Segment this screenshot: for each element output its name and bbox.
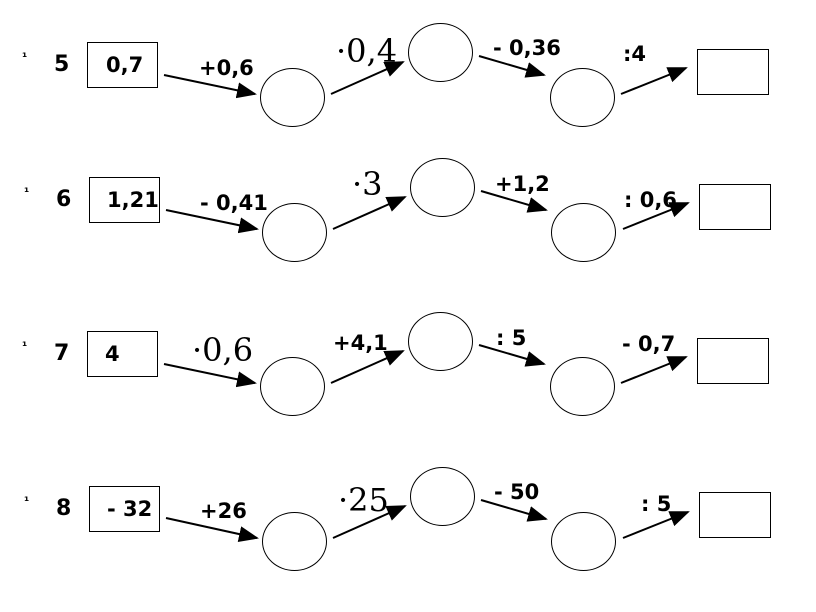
operation-1: - 0,41: [200, 191, 268, 215]
arrow-4: [620, 67, 688, 95]
operation-4: :4: [623, 42, 647, 66]
arrow-4: [620, 356, 688, 384]
chain-row-8: ¹ 8 - 32 +26 ·25 - 50 : 5: [0, 444, 816, 594]
start-value-box: 4: [87, 331, 158, 377]
start-value-box: - 32: [89, 486, 160, 532]
bullet: ¹: [24, 494, 30, 508]
arrow-2: [332, 505, 407, 539]
problem-number: 5: [54, 52, 70, 77]
answer-circle-3[interactable]: [550, 68, 615, 127]
start-value: 4: [105, 342, 120, 366]
operation-1: +0,6: [199, 56, 254, 80]
chain-row-6: ¹ 6 1,21 - 0,41 ·3 +1,2 : 0,6: [0, 135, 816, 285]
operation-4: - 0,7: [622, 332, 676, 356]
arrows: [163, 55, 688, 99]
answer-circle-2[interactable]: [410, 467, 475, 526]
start-value: 0,7: [106, 53, 144, 77]
result-box[interactable]: [697, 338, 769, 384]
chain-row-5: ¹ 5 0,7 +0,6 ·0,4 - 0,36 :4: [0, 0, 816, 150]
start-value: 1,21: [107, 188, 159, 212]
arrow-2: [330, 61, 405, 95]
answer-circle-3[interactable]: [551, 203, 616, 262]
start-value: - 32: [107, 497, 153, 521]
result-box[interactable]: [697, 49, 769, 95]
arrow-3: [480, 190, 548, 213]
result-box[interactable]: [699, 492, 771, 538]
bullet: ¹: [24, 185, 30, 199]
operation-2: ·3: [352, 165, 383, 203]
operation-1: ·0,6: [192, 331, 254, 369]
chain-row-7: ¹ 7 4 ·0,6 +4,1 : 5 - 0,7: [0, 289, 816, 439]
operation-2: ·25: [338, 481, 389, 519]
operation-3: +1,2: [495, 172, 550, 196]
answer-circle-1[interactable]: [260, 68, 325, 127]
arrow-2: [332, 196, 407, 230]
arrow-2: [330, 350, 405, 384]
operation-2: +4,1: [333, 331, 388, 355]
operation-3: - 0,36: [493, 36, 561, 60]
answer-circle-2[interactable]: [408, 23, 473, 82]
problem-number: 7: [54, 341, 70, 366]
start-value-box: 0,7: [87, 42, 158, 88]
arrow-3: [478, 55, 546, 78]
arrows: [165, 190, 690, 234]
answer-circle-2[interactable]: [408, 312, 473, 371]
answer-circle-2[interactable]: [410, 158, 475, 217]
answer-circle-1[interactable]: [260, 357, 325, 416]
problem-number: 8: [56, 496, 72, 521]
arrow-1: [165, 209, 259, 234]
answer-circle-3[interactable]: [551, 512, 616, 571]
operation-2: ·0,4: [336, 32, 398, 70]
operation-3: : 5: [496, 326, 527, 350]
answer-circle-1[interactable]: [262, 203, 327, 262]
operation-3: - 50: [494, 480, 540, 504]
arrows: [163, 344, 688, 388]
arrow-3: [478, 344, 546, 367]
start-value-box: 1,21: [89, 177, 160, 223]
arrow-4: [622, 202, 690, 230]
arrow-4: [622, 511, 690, 539]
problem-number: 6: [56, 187, 72, 212]
result-box[interactable]: [699, 184, 771, 230]
bullet: ¹: [22, 50, 28, 64]
operation-1: +26: [200, 499, 247, 523]
arrow-1: [163, 74, 257, 99]
answer-circle-1[interactable]: [262, 512, 327, 571]
bullet: ¹: [22, 339, 28, 353]
arrow-3: [480, 499, 548, 522]
operation-4: : 0,6: [624, 188, 677, 212]
arrow-1: [163, 363, 257, 388]
arrow-1: [165, 517, 259, 542]
answer-circle-3[interactable]: [550, 357, 615, 416]
operation-4: : 5: [641, 492, 672, 516]
arrows: [165, 499, 690, 542]
